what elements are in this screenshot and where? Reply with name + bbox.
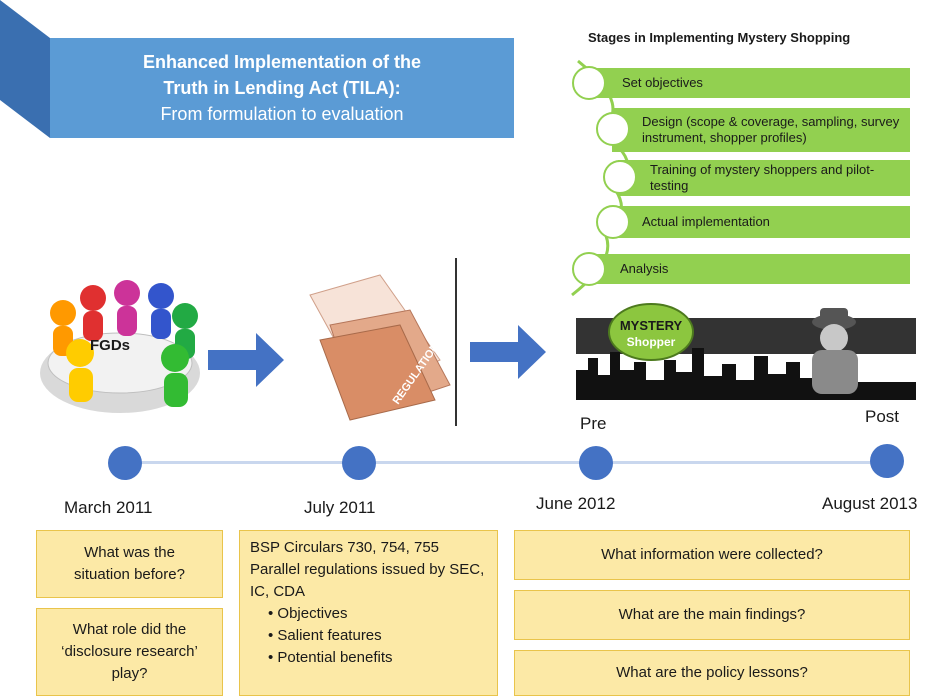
regulations-bullet-list: Objectives Salient features Potential be… <box>250 603 487 669</box>
stage-circle-icon <box>572 252 606 286</box>
title-banner-fold <box>0 0 50 138</box>
title-line-1: Enhanced Implementation of the <box>142 52 422 72</box>
timeline-dot <box>108 446 142 480</box>
stage-circle-icon <box>603 160 637 194</box>
question-text: What are the main findings? <box>618 606 806 623</box>
title-line-3: From formulation to evaluation <box>160 104 404 124</box>
question-text: What are the policy lessons? <box>616 664 808 681</box>
timeline-line <box>125 461 887 464</box>
date-june-2012: June 2012 <box>536 494 616 513</box>
question-box-disclosure-research: What role did the ‘disclosure research’ … <box>36 608 223 696</box>
date-july-2011: July 2011 <box>304 498 376 517</box>
stage-label: Design (scope & coverage, sampling, surv… <box>642 114 900 145</box>
timeline-dot <box>579 446 613 480</box>
stage-circle-icon <box>572 66 606 100</box>
fgd-illustration: FGDs <box>40 280 200 413</box>
bullet-item: Potential benefits <box>268 647 487 669</box>
question-box-policy-lessons: What are the policy lessons? <box>514 650 910 696</box>
stage-label: Actual implementation <box>642 214 770 229</box>
question-text: What role did the ‘disclosure research’ … <box>61 621 198 682</box>
stage-label: Set objectives <box>622 75 703 90</box>
question-box-situation-before: What was the situation before? <box>36 530 223 598</box>
arrow-right-icon <box>208 333 284 387</box>
stage-item-actual-implementation: Actual implementation <box>612 206 910 238</box>
bullet-item: Salient features <box>268 625 487 647</box>
date-march-2011: March 2011 <box>64 498 153 517</box>
bullet-item: Objectives <box>268 603 487 625</box>
title-line-2: Truth in Lending Act (TILA): <box>163 78 401 98</box>
stage-item-training: Training of mystery shoppers and pilot-t… <box>618 160 910 196</box>
timeline-dot <box>870 444 904 478</box>
fgd-label: FGDs <box>90 337 130 354</box>
title-banner: Enhanced Implementation of the Truth in … <box>50 38 514 138</box>
stage-item-design: Design (scope & coverage, sampling, surv… <box>612 108 910 152</box>
post-label: Post <box>865 407 900 426</box>
shopper-label: Shopper <box>627 335 676 349</box>
mystery-label: MYSTERY <box>620 318 683 333</box>
question-text: What was the situation before? <box>74 544 185 583</box>
mystery-shopper-illustration: MYSTERY Shopper <box>576 303 916 400</box>
arrow-right-icon <box>470 325 546 379</box>
stage-label: Analysis <box>620 261 669 276</box>
divider-line <box>455 258 457 426</box>
regulations-line-1: BSP Circulars 730, 754, 755 <box>250 539 440 556</box>
stage-circle-icon <box>596 112 630 146</box>
pre-label: Pre <box>580 414 607 433</box>
question-box-main-findings: What are the main findings? <box>514 590 910 640</box>
question-text: What information were collected? <box>601 546 823 563</box>
question-box-information-collected: What information were collected? <box>514 530 910 580</box>
stage-circle-icon <box>596 205 630 239</box>
regulations-folder-illustration: REGULATIONS <box>309 274 451 421</box>
regulations-box: BSP Circulars 730, 754, 755 Parallel reg… <box>239 530 498 696</box>
stage-item-set-objectives: Set objectives <box>590 68 910 98</box>
stage-item-analysis: Analysis <box>588 254 910 284</box>
stage-label: Training of mystery shoppers and pilot-t… <box>650 162 875 193</box>
date-august-2013: August 2013 <box>822 494 918 513</box>
regulations-line-2: Parallel regulations issued by SEC, IC, … <box>250 561 485 600</box>
stages-heading: Stages in Implementing Mystery Shopping <box>588 30 851 45</box>
timeline-dot <box>342 446 376 480</box>
